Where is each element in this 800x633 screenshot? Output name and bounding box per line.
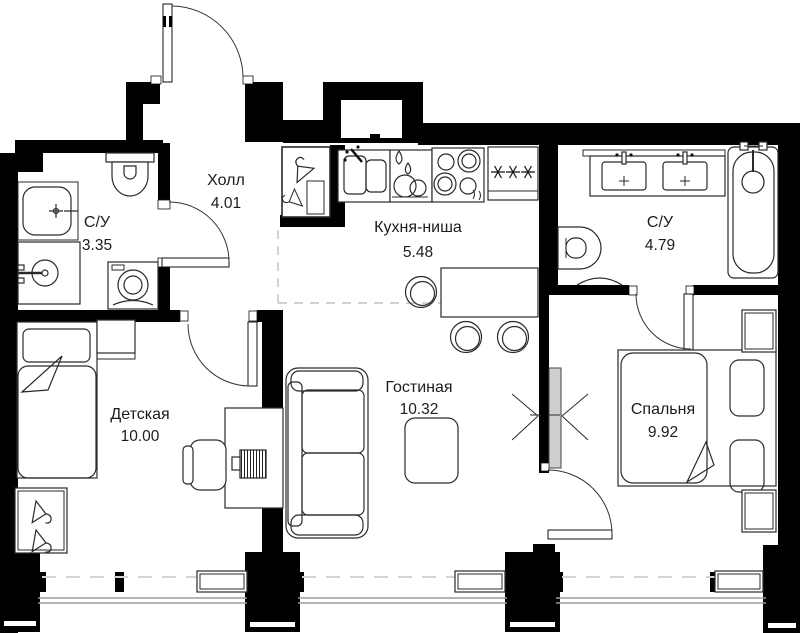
fridge-stars-icon xyxy=(491,165,535,179)
doors xyxy=(150,3,695,540)
desk xyxy=(224,407,284,509)
room-label-living-room: Гостиная xyxy=(385,379,452,396)
kids-bed xyxy=(16,321,98,479)
kitchen-zone-boundary xyxy=(277,230,441,304)
window-glazing xyxy=(38,597,766,604)
window-sill-boxes xyxy=(196,570,764,593)
room-label-kids-room: Детская xyxy=(110,406,169,423)
room-area-kitchen-niche: 5.48 xyxy=(403,244,433,261)
kitchen-sink xyxy=(337,145,391,203)
room-area-bathroom-small: 3.35 xyxy=(82,237,112,254)
nightstand xyxy=(741,309,777,353)
bar-stool xyxy=(449,320,483,354)
toilet xyxy=(105,152,155,197)
washing-machine xyxy=(107,261,159,310)
entry-door xyxy=(150,3,254,85)
shaft-niche xyxy=(341,100,402,138)
nightstand xyxy=(96,319,136,360)
room-label-kitchen-niche: Кухня-ниша xyxy=(374,219,462,236)
dishwasher xyxy=(389,149,433,203)
vanity-double-sink xyxy=(582,149,726,197)
sliding-door xyxy=(511,367,589,469)
hall-closet xyxy=(280,146,331,218)
room-area-living-room: 10.32 xyxy=(400,401,439,418)
furniture xyxy=(14,141,779,556)
office-chair xyxy=(182,439,227,491)
room-area-hall: 4.01 xyxy=(211,195,241,212)
room-label-hall: Холл xyxy=(207,172,245,189)
room-label-bedroom: Спальня xyxy=(631,401,695,418)
room-area-kids-room: 10.00 xyxy=(121,428,160,445)
shower-tray xyxy=(17,241,81,305)
sofa xyxy=(285,367,369,539)
room-area-bedroom: 9.92 xyxy=(648,424,678,441)
fridge xyxy=(487,146,539,201)
windows xyxy=(38,570,766,604)
room-label-bathroom-small: С/У xyxy=(84,214,111,231)
coffee-table xyxy=(404,417,459,484)
sink xyxy=(17,181,79,241)
stove xyxy=(431,147,485,203)
bar-stool xyxy=(404,275,438,309)
bedroom-door xyxy=(540,462,613,540)
kids-room-door xyxy=(179,310,258,387)
room-labels: С/У 3.35 Холл 4.01 Кухня-ниша 5.48 С/У 4… xyxy=(82,172,695,445)
bar-stool xyxy=(496,320,530,354)
nightstand xyxy=(741,489,777,533)
room-label-bathroom-large: С/У xyxy=(647,214,674,231)
monitor-icon xyxy=(239,449,267,479)
toilet xyxy=(557,226,602,270)
towel-rail xyxy=(576,277,623,286)
double-bed xyxy=(617,349,777,493)
bathtub xyxy=(727,141,779,279)
room-area-bathroom-large: 4.79 xyxy=(645,237,675,254)
bar-table xyxy=(440,267,539,318)
kids-wardrobe xyxy=(14,487,68,556)
